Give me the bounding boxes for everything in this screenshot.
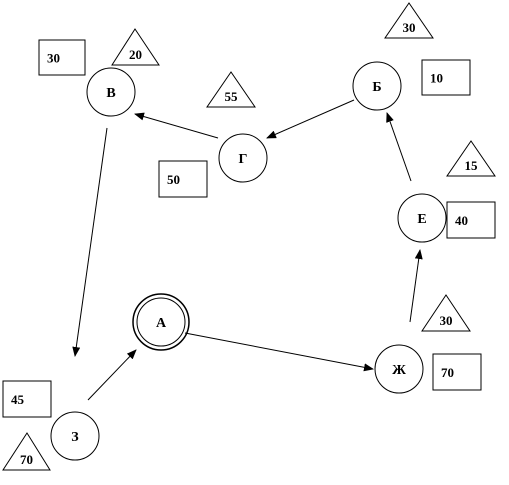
value-triangle-label: 70 — [20, 452, 33, 467]
graph-node: В — [86, 67, 136, 117]
value-triangle-label: 15 — [465, 158, 479, 173]
graph-node: Г — [218, 133, 268, 183]
value-box-frame — [446, 201, 496, 239]
value-box-frame — [158, 160, 208, 198]
node-label: Ж — [392, 363, 406, 378]
node-label: З — [71, 430, 78, 445]
node-label: Б — [372, 80, 381, 95]
node-circle — [136, 297, 186, 347]
value-box-label: 10 — [430, 71, 443, 86]
node-label: А — [156, 316, 167, 331]
graph-node: Ж — [374, 344, 424, 394]
value-triangle: 15 — [446, 140, 496, 177]
value-triangle-frame — [384, 2, 434, 39]
value-triangle-label: 30 — [440, 313, 453, 328]
node-circle — [352, 61, 402, 111]
value-triangle-frame — [2, 432, 51, 471]
node-circle — [50, 411, 100, 461]
graph-node: А — [132, 293, 190, 351]
value-triangle-frame — [421, 294, 471, 332]
node-circle — [218, 133, 268, 183]
value-triangle-frame — [206, 71, 256, 108]
value-box-label: 40 — [455, 213, 468, 228]
node-label: Е — [417, 212, 426, 227]
edge-arrow — [266, 99, 355, 139]
value-box-frame — [2, 380, 52, 418]
value-triangle-label: 20 — [129, 47, 142, 62]
value-triangle: 20 — [111, 28, 160, 66]
edge-arrow — [184, 332, 374, 372]
value-box: 50 — [158, 160, 208, 198]
value-triangle: 55 — [206, 71, 256, 108]
graph-node: Б — [352, 61, 402, 111]
value-triangle: 30 — [384, 2, 434, 39]
value-triangle-label: 30 — [403, 20, 416, 35]
value-box: 30 — [38, 39, 86, 76]
value-triangle-frame — [446, 140, 496, 177]
value-box-label: 50 — [167, 172, 180, 187]
value-box: 10 — [421, 59, 471, 96]
value-box-frame — [432, 353, 482, 391]
node-circle — [86, 67, 136, 117]
value-box-label: 45 — [11, 392, 25, 407]
node-label: В — [106, 86, 115, 101]
value-box: 40 — [446, 201, 496, 239]
value-triangle-frame — [111, 28, 160, 66]
value-triangle: 30 — [421, 294, 471, 332]
graph-node: З — [50, 411, 100, 461]
edge-arrow — [87, 349, 137, 401]
node-label: Г — [239, 152, 248, 167]
value-box-frame — [38, 39, 86, 76]
value-triangle: 70 — [2, 432, 51, 471]
value-box: 45 — [2, 380, 52, 418]
edge-arrow — [72, 127, 108, 357]
value-box-label: 70 — [441, 365, 454, 380]
value-box: 70 — [432, 353, 482, 391]
edge-arrow — [134, 112, 219, 139]
edge-arrow — [409, 249, 423, 323]
value-box-frame — [421, 59, 471, 96]
value-triangle-label: 55 — [225, 89, 239, 104]
node-circle — [397, 193, 447, 243]
edge-arrow — [386, 112, 412, 182]
node-circle — [374, 344, 424, 394]
value-box-label: 30 — [47, 51, 60, 66]
start-node-ring — [132, 293, 190, 351]
graph-node: Е — [397, 193, 447, 243]
